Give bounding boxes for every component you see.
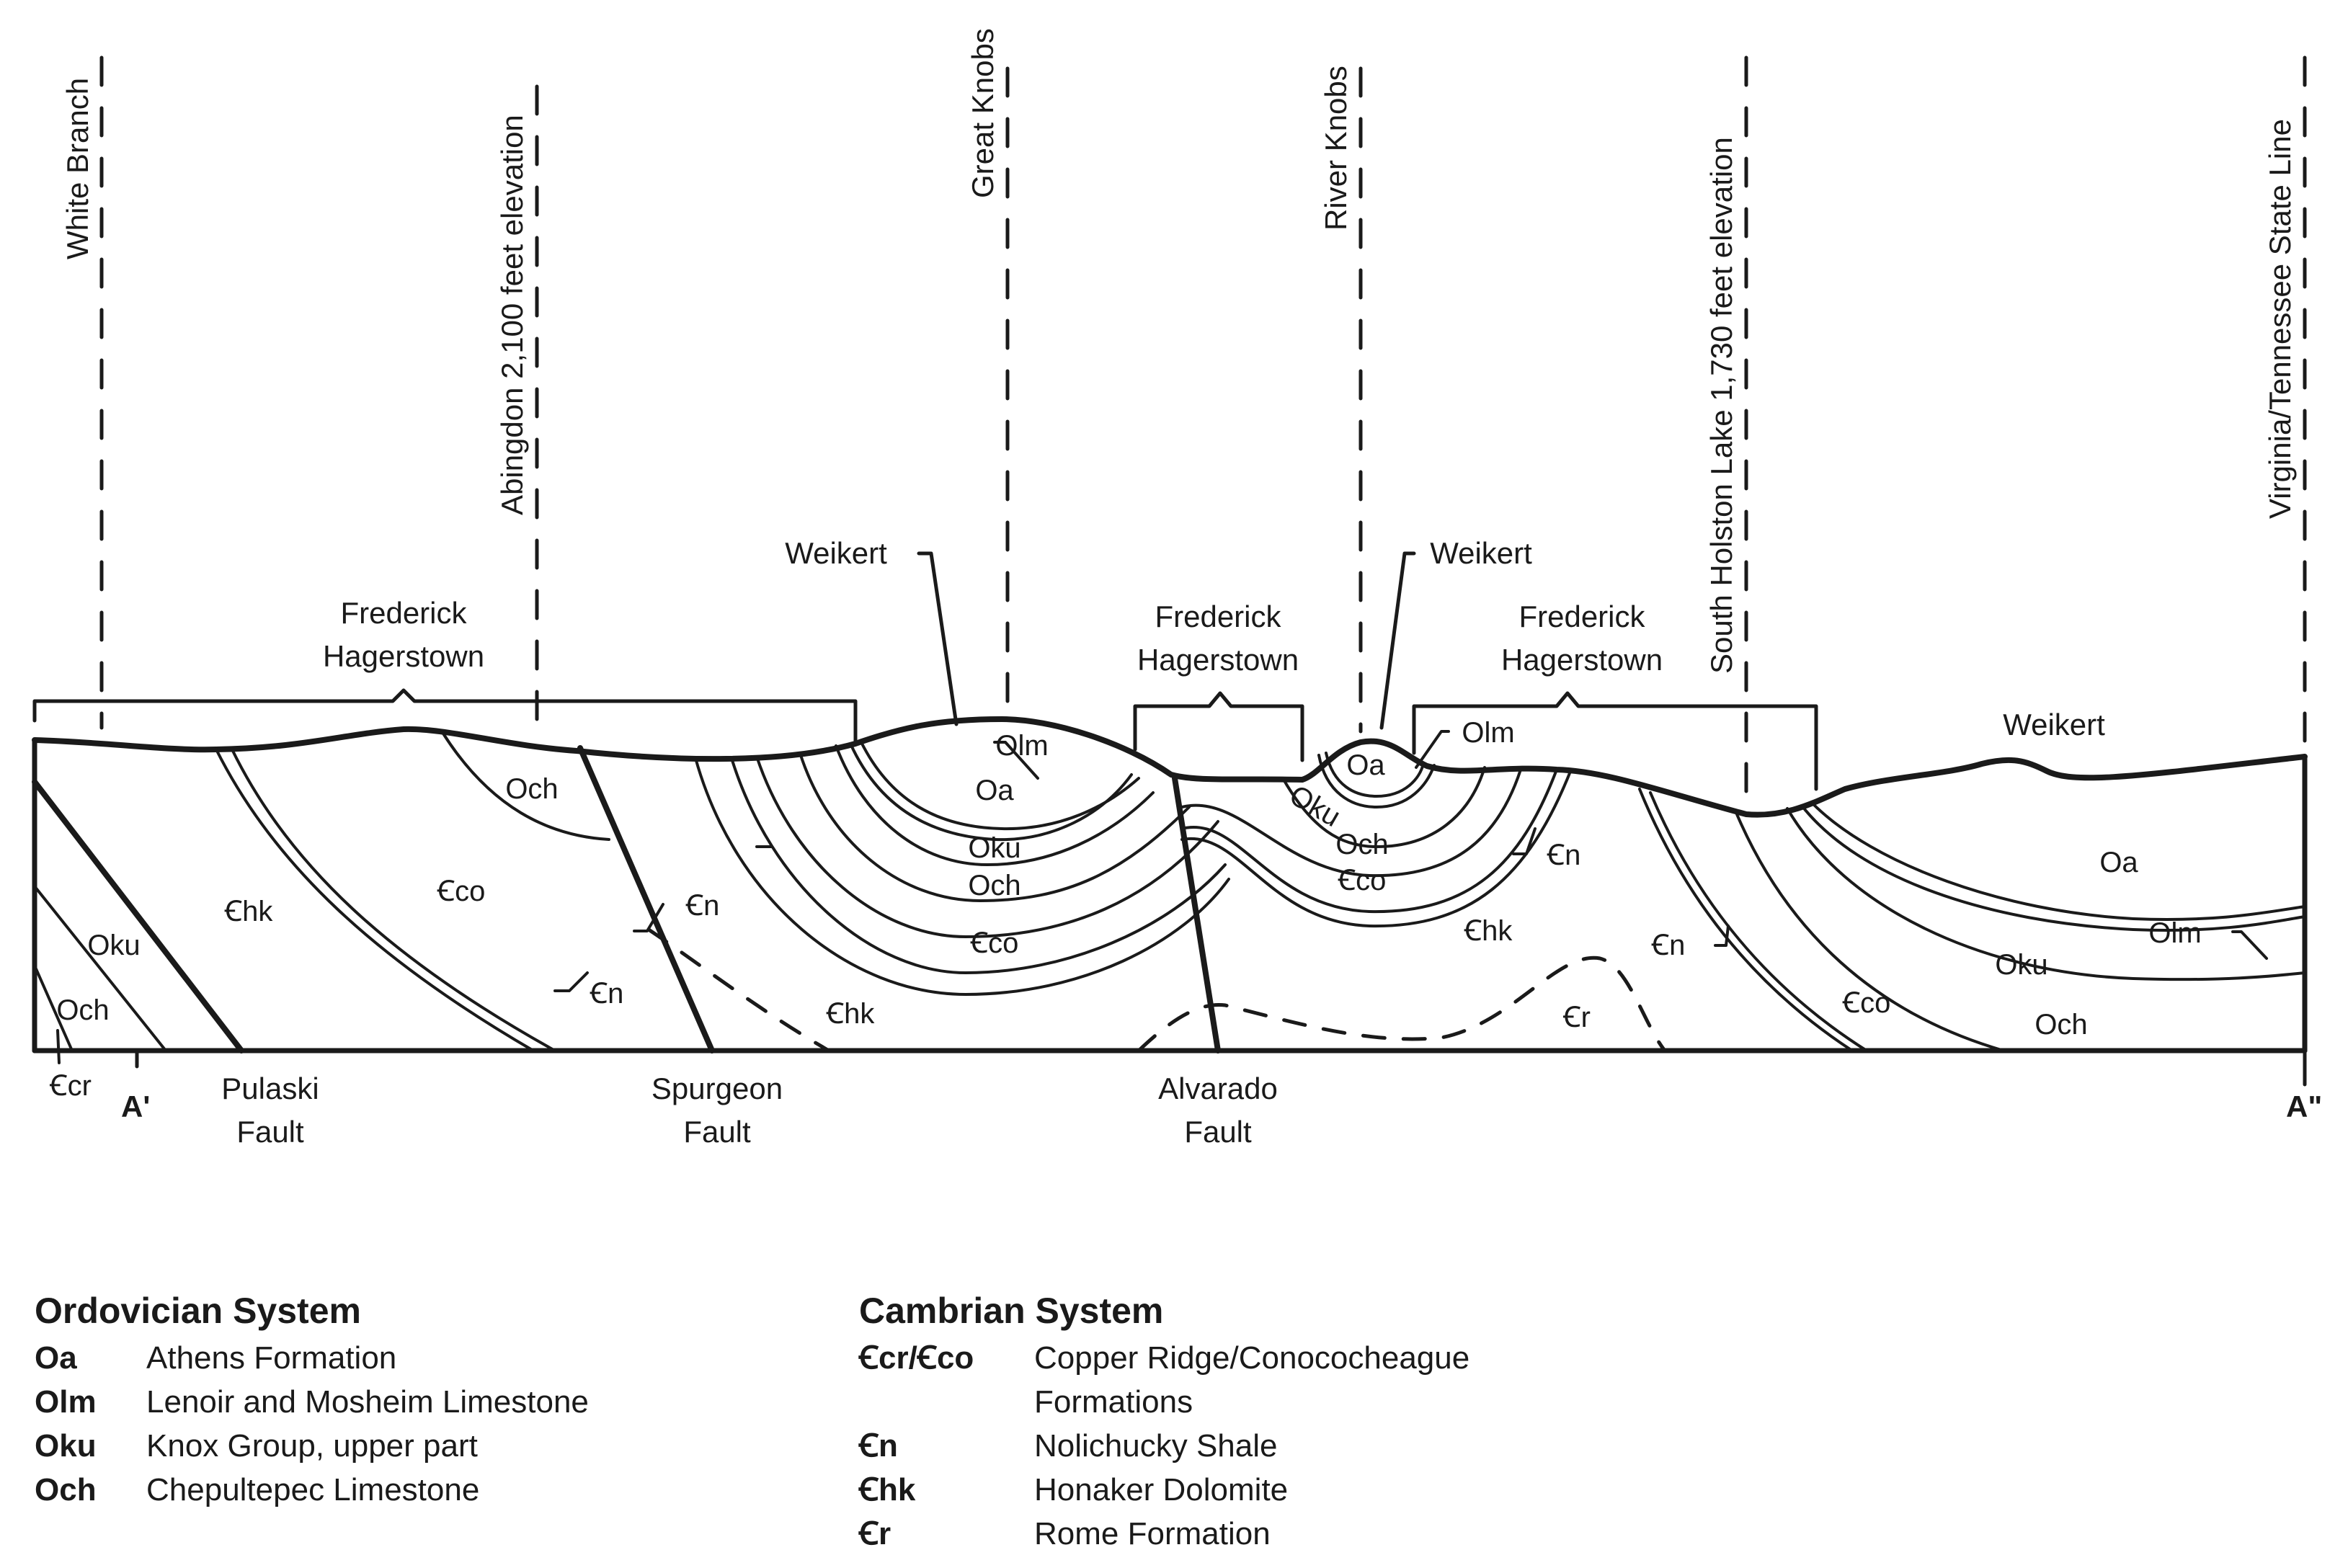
- locality-labels: White Branch Abingdon 2,100 feet elevati…: [61, 28, 2297, 674]
- unit-och-r: Och: [2035, 1009, 2087, 1041]
- leader-weikert1: [917, 551, 959, 726]
- spurgeon-fault: [577, 745, 715, 1054]
- contacts: [33, 730, 2306, 1064]
- label-white-branch: White Branch: [61, 78, 94, 259]
- legend-item: Formations: [1034, 1384, 1193, 1420]
- unit-oa-rk: Oa: [1346, 749, 1385, 781]
- unit-och-gk: Och: [968, 870, 1020, 901]
- section-end-right: A": [2286, 1090, 2322, 1123]
- soil-fh2-l1: Frederick: [1155, 600, 1281, 633]
- label-south-holston: South Holston Lake 1,730 feet elevation: [1704, 137, 1738, 674]
- unit-cn-1: Ꞓn: [590, 978, 624, 1010]
- fault-alvarado-l2: Fault: [1184, 1115, 1252, 1149]
- unit-oa-gk: Oa: [975, 775, 1014, 806]
- section-end-left: A': [121, 1090, 150, 1123]
- soil-weikert2: Weikert: [1430, 536, 1532, 570]
- bracket-fh3: [1412, 691, 1818, 791]
- fault-spurgeon-l2: Fault: [683, 1115, 751, 1149]
- unit-chk-2: Ꞓhk: [826, 998, 876, 1030]
- soil-fh3-l1: Frederick: [1518, 600, 1645, 633]
- unit-labels: Oku Och Ꞓcr Ꞓhk Ꞓco Och Ꞓn Ꞓn Ꞓhk Olm Oa…: [49, 717, 2202, 1102]
- label-river-knobs: River Knobs: [1319, 66, 1353, 231]
- fault-spurgeon-l1: Spurgeon: [652, 1072, 783, 1105]
- unit-oku-gk: Oku: [968, 832, 1020, 864]
- unit-oku-r: Oku: [1995, 949, 2047, 981]
- label-state-line: Virginia/Tennessee State Line: [2263, 119, 2297, 519]
- label-great-knobs: Great Knobs: [966, 28, 1000, 198]
- soil-labels: Frederick Hagerstown Frederick Hagerstow…: [323, 536, 2105, 741]
- soil-fh1-l1: Frederick: [340, 596, 467, 630]
- soil-brackets: [32, 551, 1818, 791]
- unit-olm-rk: Olm: [1462, 717, 1514, 749]
- soil-fh1-l2: Hagerstown: [323, 639, 484, 673]
- fault-pulaski-l2: Fault: [236, 1115, 304, 1149]
- unit-och-left: Och: [56, 994, 109, 1026]
- faults: [32, 745, 1221, 1054]
- pulaski-fault: [32, 779, 244, 1054]
- legend-cambrian-title: Cambrian System: [859, 1291, 1164, 1331]
- unit-oa-r: Oa: [2099, 847, 2138, 878]
- ground-surface: [32, 716, 2308, 818]
- rome-contact: [646, 927, 1667, 1053]
- unit-och-rk: Och: [1335, 829, 1388, 860]
- bracket-fh2: [1133, 691, 1304, 762]
- unit-oku-rk: Oku: [1284, 779, 1346, 833]
- soil-weikert1: Weikert: [785, 536, 887, 570]
- label-abingdon: Abingdon 2,100 feet elevation: [495, 115, 529, 515]
- unit-cco-1: Ꞓco: [437, 876, 486, 907]
- section-frame: [32, 737, 2308, 1087]
- legend-ordovician-title: Ordovician System: [35, 1291, 361, 1331]
- unit-och-1: Och: [505, 773, 558, 805]
- unit-cco-r: Ꞓco: [1842, 987, 1891, 1019]
- unit-chk-3: Ꞓhk: [1464, 915, 1513, 947]
- fault-alvarado-l1: Alvarado: [1158, 1072, 1278, 1105]
- unit-cn-3: Ꞓn: [1651, 930, 1686, 961]
- unit-cco-rk: Ꞓco: [1338, 865, 1387, 896]
- soil-fh3-l2: Hagerstown: [1501, 643, 1663, 677]
- unit-cr-3: Ꞓr: [1562, 1002, 1591, 1033]
- locality-markers: [99, 55, 2307, 813]
- unit-cn-2: Ꞓn: [685, 890, 720, 922]
- unit-olm-r: Olm: [2148, 917, 2201, 949]
- fault-pulaski-l1: Pulaski: [221, 1072, 319, 1105]
- leader-weikert2: [1379, 551, 1416, 730]
- unit-cco-gk: Ꞓco: [970, 927, 1019, 959]
- bracket-fh1: [32, 688, 858, 744]
- unit-ccr-left: Ꞓcr: [49, 1070, 92, 1102]
- fault-labels: Pulaski Fault Spurgeon Fault Alvarado Fa…: [221, 1072, 1278, 1149]
- unit-olm-gk: Olm: [995, 730, 1048, 762]
- unit-chk-1: Ꞓhk: [224, 896, 274, 927]
- soil-weikert3: Weikert: [2003, 708, 2105, 741]
- soil-fh2-l2: Hagerstown: [1137, 643, 1299, 677]
- unit-oku-left: Oku: [87, 930, 140, 961]
- unit-cn-rk: Ꞓn: [1547, 839, 1581, 871]
